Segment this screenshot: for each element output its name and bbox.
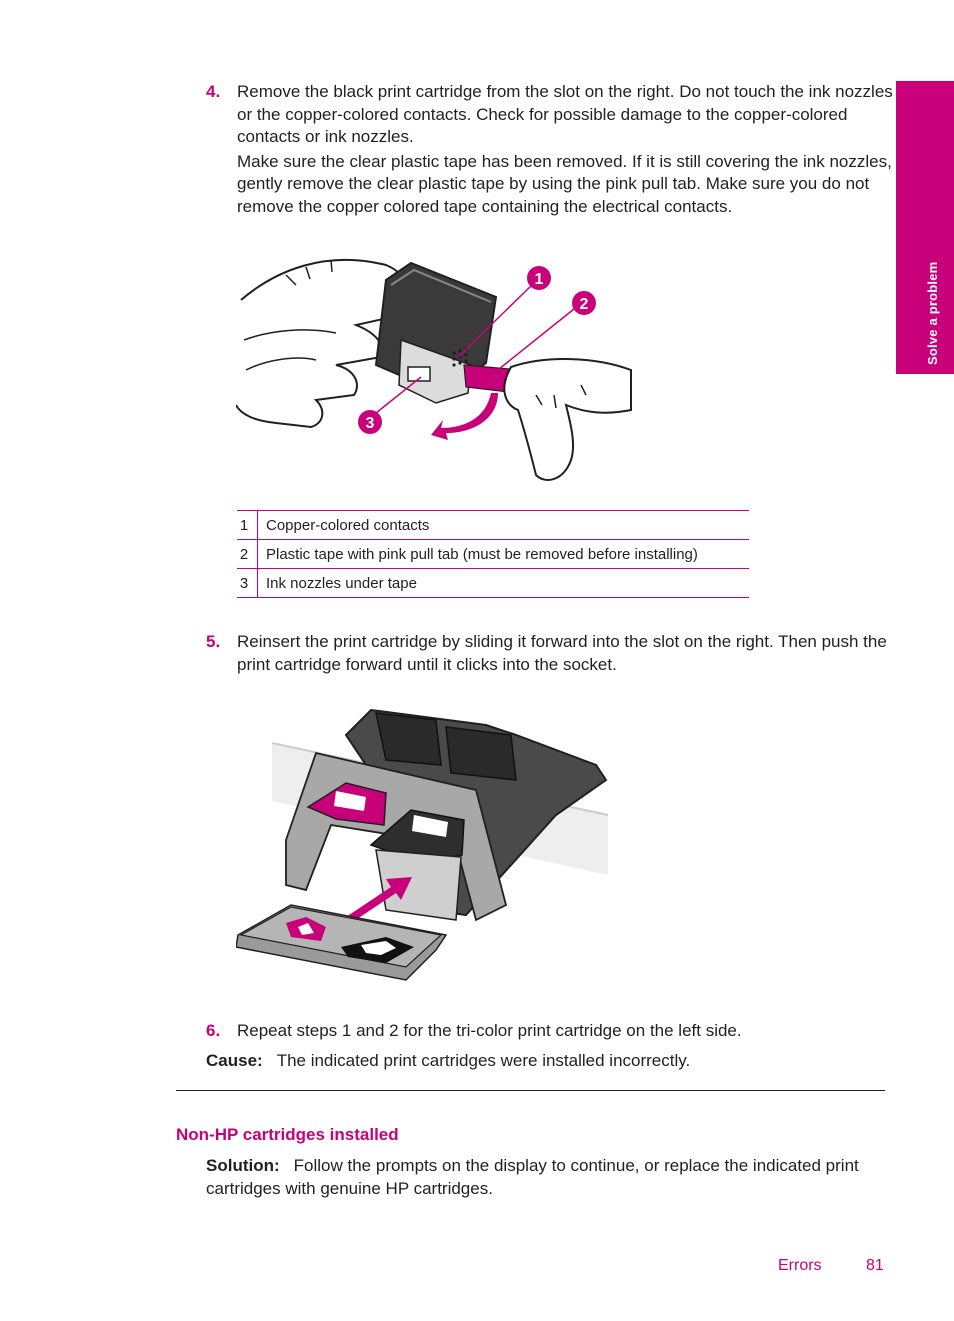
solution-label: Solution: [206,1156,280,1175]
step-4: 4. Remove the black print cartridge from… [206,81,896,220]
step-6-paragraph-1: Repeat steps 1 and 2 for the tri-color p… [237,1021,742,1040]
solution-text: Follow the prompts on the display to con… [206,1156,859,1198]
callout-number: 2 [237,539,258,569]
callout-2-badge: 2 [580,296,589,313]
table-row: 3 Ink nozzles under tape [237,568,749,598]
callout-text: Plastic tape with pink pull tab (must be… [257,539,749,569]
table-row: 2 Plastic tape with pink pull tab (must … [237,539,749,569]
cartridge-tape-illustration: 1 2 3 [236,258,632,481]
callout-1-badge: 1 [535,271,544,288]
callout-table: 1 Copper-colored contacts 2 Plastic tape… [237,510,749,598]
step-number: 6. [206,1021,221,1040]
side-tab: Solve a problem [896,81,954,374]
carriage-insert-illustration [236,708,609,981]
page-number: 81 [866,1257,884,1274]
cause-label: Cause: [206,1051,263,1070]
callout-text: Ink nozzles under tape [257,568,749,598]
step-4-paragraph-2: Make sure the clear plastic tape has bee… [237,151,892,216]
table-row: 1 Copper-colored contacts [237,510,749,540]
solution-paragraph: Solution:Follow the prompts on the displ… [206,1155,886,1200]
footer-section-name: Errors [778,1257,822,1274]
cause-line: Cause: The indicated print cartridges wer… [206,1051,690,1071]
section-divider [176,1090,885,1091]
callout-3-badge: 3 [366,415,375,432]
callout-number: 1 [237,510,258,540]
section-heading: Non-HP cartridges installed [176,1125,399,1144]
side-tab-label: Solve a problem [925,261,940,365]
step-5: 5. Reinsert the print cartridge by slidi… [206,631,896,678]
step-number: 4. [206,82,221,101]
step-number: 5. [206,632,221,651]
step-5-paragraph-1: Reinsert the print cartridge by sliding … [237,632,887,674]
cause-text: The indicated print cartridges were inst… [276,1051,691,1070]
step-6: 6. Repeat steps 1 and 2 for the tri-colo… [206,1020,896,1045]
callout-text: Copper-colored contacts [257,510,749,540]
callout-number: 3 [237,568,258,598]
step-4-paragraph-1: Remove the black print cartridge from th… [237,82,893,146]
